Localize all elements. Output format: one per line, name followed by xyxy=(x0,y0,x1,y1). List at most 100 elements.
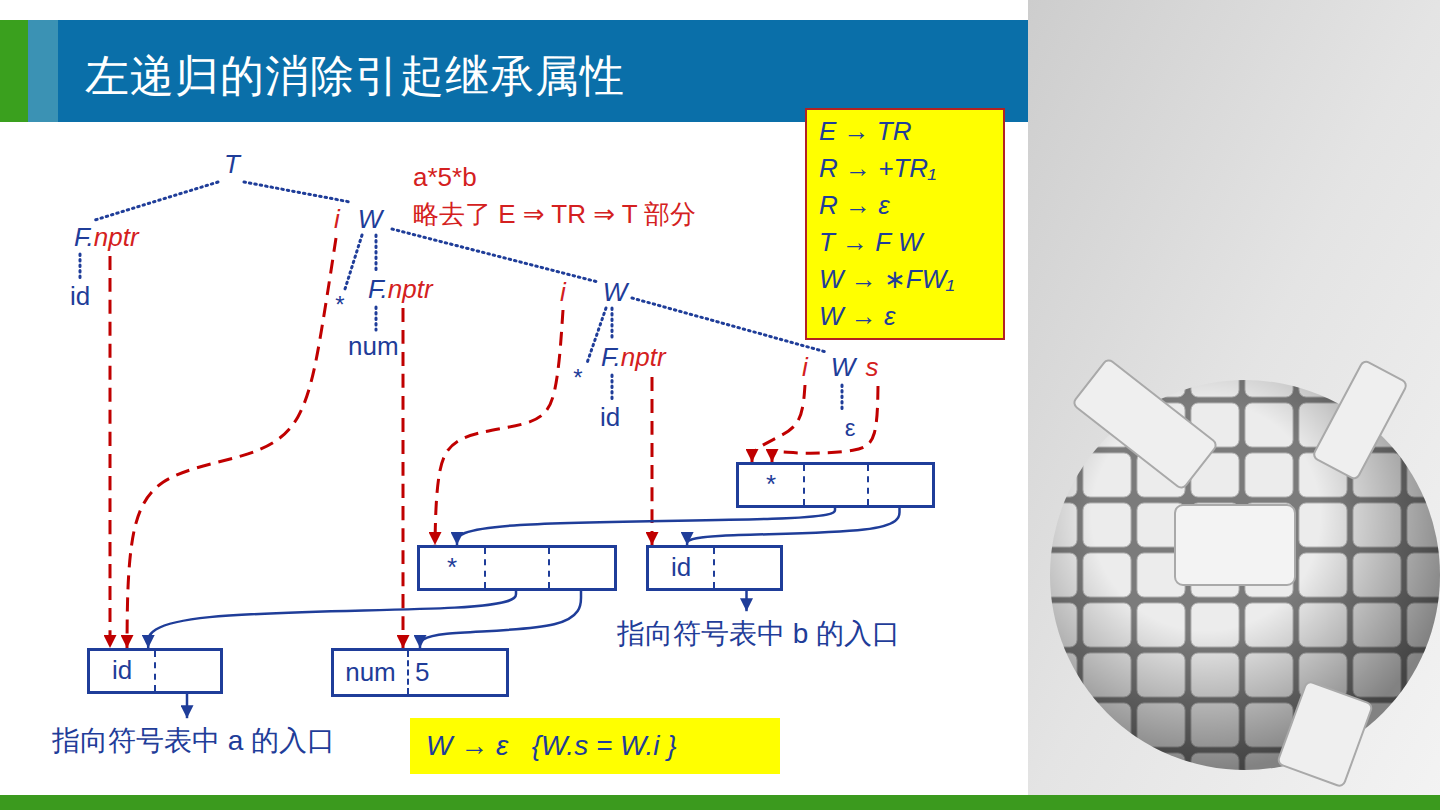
label-anchor: num xyxy=(348,331,399,362)
tree-branch xyxy=(841,385,844,412)
record-field xyxy=(154,651,220,691)
token-label: ε xyxy=(845,414,856,443)
record-field xyxy=(713,548,780,588)
label-anchor: F.nptr xyxy=(601,342,666,373)
label-anchor: id xyxy=(70,281,90,312)
field-value: * xyxy=(447,552,457,583)
inherited-attribute: i xyxy=(560,277,566,308)
pointer-arrow xyxy=(148,591,516,648)
symbol-table-note: 指向符号表中 b 的入口 xyxy=(617,617,900,651)
key-bar xyxy=(1072,358,1218,490)
pointer-arrow xyxy=(687,508,899,545)
label-anchor: 略去了 E ⇒ TR ⇒ T 部分 xyxy=(413,199,696,230)
grammar-rule: E → TR xyxy=(819,113,989,150)
record-field xyxy=(867,465,932,505)
pointer-arrow xyxy=(457,508,835,545)
record-field xyxy=(803,465,867,505)
tree-branch xyxy=(392,229,598,282)
node-name: F. xyxy=(74,222,94,252)
parse-tree-lines xyxy=(80,182,842,412)
synthesized-attribute: s xyxy=(866,352,879,383)
tree-branch xyxy=(79,254,82,280)
attribute-pointer xyxy=(402,308,405,648)
field-value: 5 xyxy=(415,657,429,688)
slide-title: 左递归的消除引起继承属性 xyxy=(85,50,625,103)
record-box: id xyxy=(646,545,783,591)
symbol-table-note: 指向符号表中 a 的入口 xyxy=(52,724,335,758)
label-anchor: s xyxy=(866,352,879,383)
key-bar xyxy=(1312,360,1408,481)
title-accent xyxy=(0,20,28,122)
attribute-label: F.nptr xyxy=(368,274,433,305)
token-label: id xyxy=(600,402,620,433)
label-anchor: * xyxy=(573,364,582,393)
field-value: * xyxy=(766,469,776,500)
record-box: num 5 xyxy=(331,648,509,697)
tree-node-label: T xyxy=(224,149,240,180)
node-name: F. xyxy=(601,342,621,372)
tree-branch xyxy=(375,235,378,273)
label-anchor: W xyxy=(831,352,856,383)
title-anchor: 左递归的消除引起继承属性 xyxy=(85,50,625,103)
label-anchor: id xyxy=(600,402,620,433)
record-box: id xyxy=(87,648,223,694)
tree-node-label: W xyxy=(603,277,628,308)
grammar-rule: R → +TR₁ xyxy=(819,150,989,187)
pointer-arrow xyxy=(420,591,581,648)
semantic-rule: W → ε {W.s = W.i } xyxy=(426,729,677,763)
attribute-pointer xyxy=(752,385,805,462)
record-field: id xyxy=(649,548,713,588)
attribute-pointer xyxy=(651,377,654,545)
tree-branch xyxy=(95,182,218,220)
token-label: id xyxy=(70,281,90,312)
tree-node-label: W xyxy=(831,352,856,383)
label-anchor: ε xyxy=(845,414,856,443)
attribute-name: nptr xyxy=(388,274,433,304)
record-field: num xyxy=(334,651,407,694)
attribute-label: F.nptr xyxy=(74,222,139,253)
attribute-pointer-lines xyxy=(110,238,878,648)
inherited-attribute: i xyxy=(802,352,808,383)
label-anchor: 指向符号表中 b 的入口 xyxy=(617,617,900,651)
tree-branch xyxy=(375,307,378,330)
omission-note: 略去了 E ⇒ TR ⇒ T 部分 xyxy=(413,199,696,230)
record-field xyxy=(484,548,548,588)
attribute-pointer xyxy=(127,238,336,648)
tree-branch xyxy=(345,235,362,289)
title-accent xyxy=(28,20,58,122)
node-name: F. xyxy=(368,274,388,304)
record-field: * xyxy=(739,465,803,505)
label-anchor: a*5*b xyxy=(413,162,477,193)
token-label: * xyxy=(573,364,582,393)
sphere-shading xyxy=(1050,380,1440,770)
field-value: num xyxy=(345,657,396,688)
rule-box: W → ε {W.s = W.i } xyxy=(410,718,780,774)
grammar-rule: W → ∗FW₁ xyxy=(819,261,989,298)
label-anchor: i xyxy=(334,204,340,235)
field-value: id xyxy=(112,655,132,686)
attribute-pointer xyxy=(772,386,878,462)
record-field: id xyxy=(90,651,154,691)
label-anchor: W xyxy=(603,277,628,308)
attribute-name: nptr xyxy=(621,342,666,372)
tree-branch xyxy=(611,308,614,341)
rule-box: E → TRR → +TR₁R → εT → F WW → ∗FW₁W → ε xyxy=(805,108,1005,340)
tree-branch xyxy=(244,182,350,202)
key-bar xyxy=(1277,681,1373,788)
label-anchor: 指向符号表中 a 的入口 xyxy=(52,724,335,758)
footer-bar xyxy=(0,795,1440,810)
attribute-pointer xyxy=(109,256,112,648)
grammar-rule: W → ε xyxy=(819,298,989,335)
attribute-name: nptr xyxy=(94,222,139,252)
enter-key xyxy=(1175,505,1295,585)
field-value: id xyxy=(671,552,691,583)
record-field: * xyxy=(420,548,484,588)
attribute-pointer xyxy=(435,310,563,545)
attribute-label: F.nptr xyxy=(601,342,666,373)
expression-note: a*5*b xyxy=(413,162,477,193)
label-anchor: i xyxy=(802,352,808,383)
label-anchor: F.nptr xyxy=(74,222,139,253)
side-panel xyxy=(1028,0,1440,810)
